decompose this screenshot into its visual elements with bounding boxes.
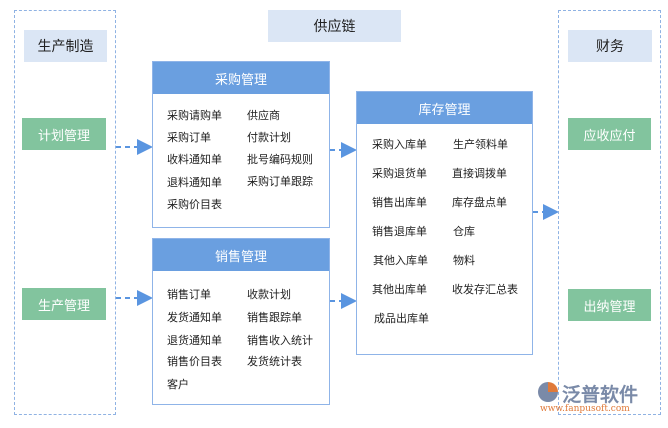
finance-group: [558, 10, 661, 415]
list-item[interactable]: 物料: [453, 254, 475, 267]
list-item[interactable]: 销售跟踪单: [247, 311, 302, 324]
list-item[interactable]: 发货统计表: [247, 355, 302, 368]
manufacturing-group: [14, 10, 116, 415]
list-item[interactable]: 直接调拨单: [452, 167, 507, 180]
list-item[interactable]: 成品出库单: [374, 312, 429, 325]
inventory-title: 库存管理: [357, 92, 532, 124]
list-item[interactable]: 客户: [167, 378, 189, 391]
list-item[interactable]: 采购订单: [167, 131, 211, 144]
logo-icon: [538, 382, 558, 402]
logo: 泛普软件 www.fanpusoft.com: [538, 380, 663, 420]
purchasing-panel: 采购管理 采购请购单 采购订单 收料通知单 退料通知单 采购价目表 供应商 付款…: [152, 61, 330, 228]
list-item[interactable]: 其他入库单: [373, 254, 428, 267]
list-item[interactable]: 销售价目表: [167, 355, 222, 368]
list-item[interactable]: 发货通知单: [167, 311, 222, 324]
inventory-panel: 库存管理 采购入库单 采购退货单 销售出库单 销售退库单 其他入库单 其他出库单…: [356, 91, 533, 355]
sales-title: 销售管理: [153, 239, 329, 271]
list-item[interactable]: 采购请购单: [167, 109, 222, 122]
module-receivable-payable[interactable]: 应收应付: [568, 118, 651, 150]
sales-panel: 销售管理 销售订单 发货通知单 退货通知单 销售价目表 客户 收款计划 销售跟踪…: [152, 238, 330, 405]
logo-url: www.fanpusoft.com: [540, 404, 630, 414]
purchasing-title: 采购管理: [153, 62, 329, 94]
list-item[interactable]: 付款计划: [247, 131, 291, 144]
list-item[interactable]: 采购订单跟踪: [247, 175, 313, 188]
list-item[interactable]: 收款计划: [247, 288, 291, 301]
list-item[interactable]: 退料通知单: [167, 176, 222, 189]
module-production-management[interactable]: 生产管理: [22, 288, 106, 320]
list-item[interactable]: 库存盘点单: [452, 196, 507, 209]
list-item[interactable]: 销售订单: [167, 288, 211, 301]
list-item[interactable]: 采购价目表: [167, 198, 222, 211]
list-item[interactable]: 销售收入统计: [247, 334, 313, 347]
list-item[interactable]: 收发存汇总表: [452, 283, 518, 296]
list-item[interactable]: 采购入库单: [372, 138, 427, 151]
list-item[interactable]: 收料通知单: [167, 153, 222, 166]
list-item[interactable]: 生产领料单: [453, 138, 508, 151]
list-item[interactable]: 退货通知单: [167, 334, 222, 347]
list-item[interactable]: 其他出库单: [372, 283, 427, 296]
list-item[interactable]: 采购退货单: [372, 167, 427, 180]
page-title: 供应链: [268, 10, 401, 42]
list-item[interactable]: 仓库: [453, 225, 475, 238]
manufacturing-label: 生产制造: [24, 30, 107, 62]
list-item[interactable]: 销售出库单: [372, 196, 427, 209]
module-cashier-management[interactable]: 出纳管理: [568, 289, 651, 321]
list-item[interactable]: 供应商: [247, 109, 280, 122]
finance-label: 财务: [568, 30, 652, 62]
logo-name: 泛普软件: [562, 384, 639, 406]
list-item[interactable]: 销售退库单: [372, 225, 427, 238]
list-item[interactable]: 批号编码规则: [247, 153, 313, 166]
module-plan-management[interactable]: 计划管理: [22, 118, 106, 150]
